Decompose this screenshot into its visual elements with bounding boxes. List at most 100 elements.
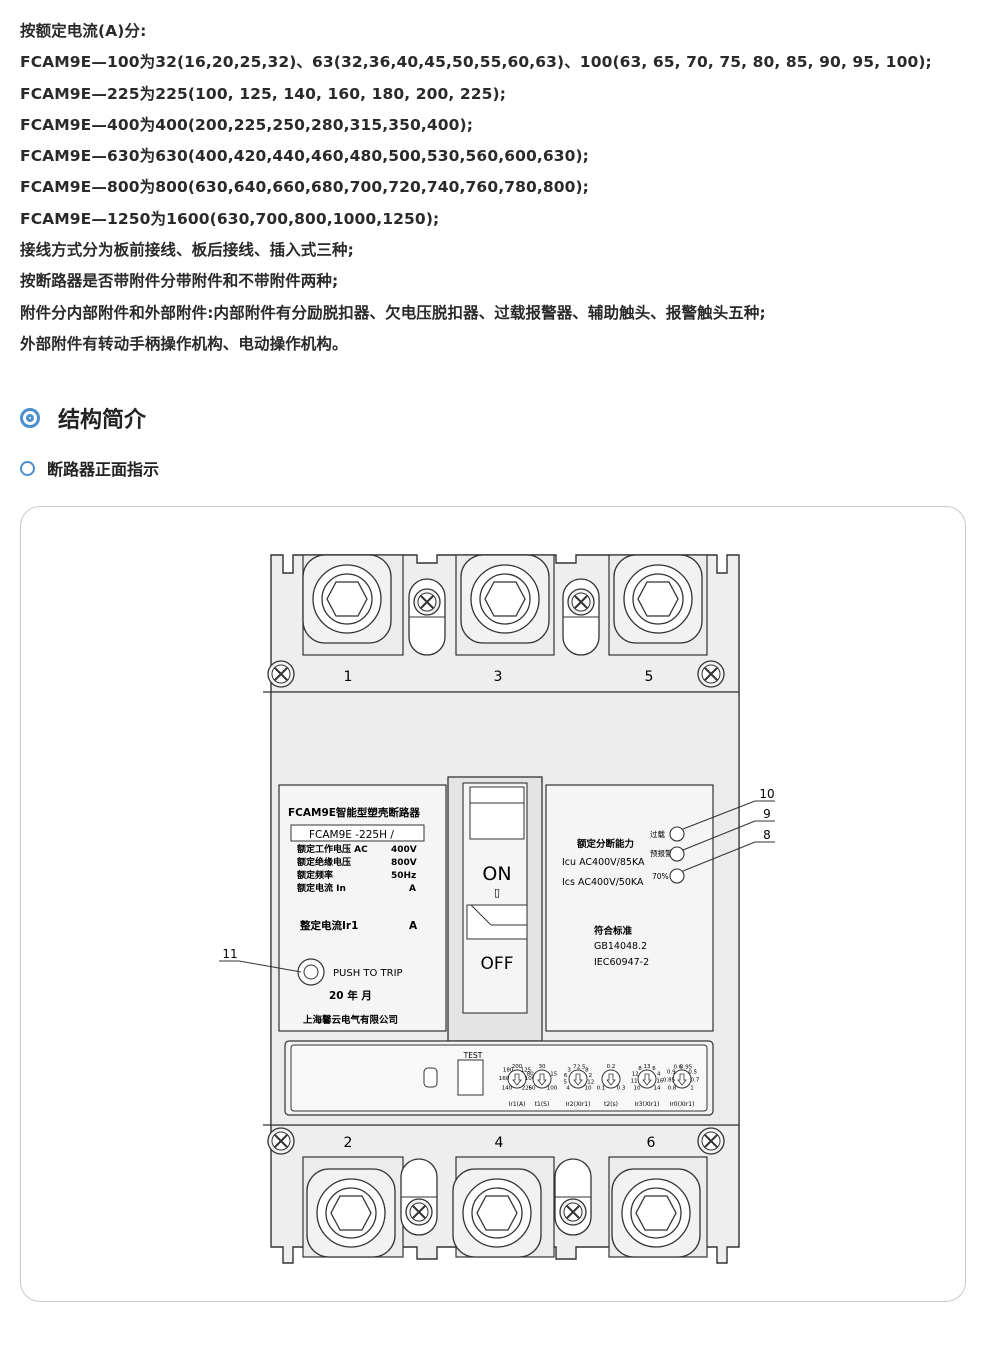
intro-line: FCAM9E—1250为1600(630,700,800,1000,1250); — [20, 209, 440, 228]
dial-tick-label: 160 — [499, 1076, 510, 1082]
dial-tick-label: 225 — [522, 1085, 533, 1091]
on-indicator: ▯ — [494, 886, 500, 899]
dial-tick-label: 200 — [512, 1064, 523, 1070]
dial-label: Ir3(XIr1) — [635, 1101, 660, 1108]
terminal-label: 6 — [647, 1135, 656, 1151]
dial-tick-label: 15 — [550, 1072, 557, 1078]
terminal-screw-icon — [302, 554, 392, 644]
dial-tick-label: 0.9 — [667, 1070, 676, 1076]
spec-value: 800V — [391, 858, 417, 868]
maker-label: 上海馨云电气有限公司 — [303, 1014, 398, 1026]
section-title: 结构简介 — [58, 408, 147, 433]
terminal-label: 2 — [344, 1135, 353, 1151]
dial-label: Ir0(XIr1) — [670, 1101, 695, 1108]
prealarm-led-icon — [669, 846, 685, 862]
dial-tick-label: 125 — [521, 1068, 532, 1074]
intro-line: FCAM9E—400为400(200,225,250,280,315,350,4… — [20, 115, 474, 134]
terminal-screw-icon — [452, 1168, 542, 1258]
test-button[interactable] — [457, 1059, 484, 1096]
terminal-label: 3 — [494, 669, 503, 685]
dial-tick-label: 0.7 — [691, 1078, 700, 1084]
screw-icon — [697, 660, 725, 688]
dial-tick-label: 6 — [652, 1066, 656, 1072]
intro-line: FCAM9E—630为630(400,420,440,460,480,500,5… — [20, 147, 589, 166]
dial-tick-label: 60 — [529, 1085, 536, 1091]
terminal-screw-icon — [613, 554, 703, 644]
screw-icon — [267, 660, 295, 688]
intro-text: 按额定电流(A)分: FCAM9E—100为32(16,20,25,32)、63… — [20, 16, 990, 360]
standard-gb: GB14048.2 — [594, 941, 647, 952]
dial-tick-label: 14 — [654, 1085, 661, 1091]
overload-led-icon — [669, 826, 685, 842]
dial-tick-label: 80 — [527, 1072, 534, 1078]
seventy-percent-label: 70% — [652, 872, 669, 881]
plate-title: FCAM9E智能型塑壳断路器 — [288, 806, 420, 819]
dial-arrow-icon — [642, 1073, 652, 1086]
callout-number: 10 — [759, 787, 774, 801]
target-ring-icon — [20, 408, 40, 428]
terminal-screw-icon — [460, 554, 550, 644]
screw-icon — [559, 1198, 587, 1226]
test-label: TEST — [463, 1051, 483, 1060]
dial-arrow-icon — [512, 1073, 522, 1086]
dial-tick-label: 5 — [563, 1080, 567, 1086]
right-nameplate: 额定分断能力 Icu AC400V/85KA Ics AC400V/50KA 过… — [545, 784, 714, 1032]
spec-label: 额定绝缘电压 — [297, 856, 351, 868]
spec-value: 50Hz — [391, 871, 416, 881]
off-label: OFF — [481, 954, 514, 974]
dial-tick-label: 100 — [547, 1085, 558, 1091]
dial-label: Ir2(XIr1) — [566, 1101, 591, 1108]
callout-number: 11 — [222, 947, 237, 961]
dial-tick-label: 12 — [587, 1080, 594, 1086]
terminal-label: 5 — [645, 669, 654, 685]
spec-value: 400V — [391, 845, 417, 855]
on-label: ON — [482, 863, 511, 885]
dial-tick-label: 0.95 — [680, 1065, 693, 1071]
callout-number: 8 — [763, 828, 771, 842]
push-to-trip-label: PUSH TO TRIP — [333, 968, 403, 979]
setting-unit: A — [409, 920, 418, 932]
dial-label: t1(S) — [535, 1101, 550, 1108]
terminal-screw-icon — [306, 1168, 396, 1258]
dial-tick-label: 1 — [690, 1085, 694, 1091]
callouts — [219, 800, 775, 973]
overload-label: 过载 — [650, 829, 665, 839]
dial-tick-label: 8 — [638, 1066, 642, 1072]
callout-number: 9 — [763, 807, 771, 821]
standard-iec: IEC60947-2 — [594, 957, 649, 968]
dial-tick-label: 6 — [564, 1073, 568, 1079]
terminal-screw-icon — [611, 1168, 701, 1258]
left-nameplate: FCAM9E智能型塑壳断路器 FCAM9E -225H / 额定工作电压 AC … — [278, 784, 447, 1032]
dial-tick-label: 0.85 — [663, 1078, 676, 1084]
spec-label: 额定工作电压 AC — [297, 843, 368, 855]
intro-line: FCAM9E—800为800(630,640,660,680,700,720,7… — [20, 178, 589, 197]
intro-line: FCAM9E—225为225(100, 125, 140, 160, 180, … — [20, 84, 507, 103]
intro-line: 按断路器是否带附件分带附件和不带附件两种; — [20, 272, 339, 291]
dial-arrow-icon — [573, 1073, 583, 1086]
dial-tick-label: 13 — [644, 1064, 651, 1070]
dial-tick-label: 180 — [503, 1068, 514, 1074]
diagram-panel: 1 3 5 FCAM9E智能型塑壳断路器 FCAM9E -225H / 额定工作… — [20, 506, 966, 1302]
dial-tick-label: 0.8 — [668, 1085, 677, 1091]
dial-tick-label: 140 — [502, 1085, 513, 1091]
dial-tick-label: 4 — [657, 1072, 661, 1078]
screw-icon — [567, 588, 595, 616]
spec-value: A — [409, 884, 416, 894]
dial-tick-label: 11 — [631, 1079, 638, 1085]
indicator-window — [423, 1067, 438, 1088]
ics-rating: Ics AC400V/50KA — [562, 877, 644, 888]
spec-label: 额定频率 — [297, 869, 333, 881]
terminal-label: 4 — [495, 1135, 504, 1151]
intro-line: 外部附件有转动手柄操作机构、电动操作机构。 — [20, 334, 348, 353]
breaker-diagram: 1 3 5 FCAM9E智能型塑壳断路器 FCAM9E -225H / 额定工作… — [219, 554, 775, 1264]
intro-line: 附件分内部附件和外部附件:内部附件有分励脱扣器、欠电压脱扣器、过载报警器、辅助触… — [20, 303, 766, 322]
spec-label: 额定电流 In — [297, 882, 346, 894]
capacity-title: 额定分断能力 — [577, 838, 634, 850]
intro-line: 接线方式分为板前接线、板后接线、插入式三种; — [20, 241, 354, 260]
circle-bullet-icon — [20, 460, 35, 476]
dial-tick-label: 0.3 — [617, 1085, 626, 1091]
standard-title: 符合标准 — [594, 925, 633, 937]
operating-handle[interactable]: ON ▯ OFF — [447, 776, 543, 1042]
dial-arrow-icon — [677, 1073, 687, 1086]
icu-rating: Icu AC400V/85KA — [562, 857, 645, 868]
